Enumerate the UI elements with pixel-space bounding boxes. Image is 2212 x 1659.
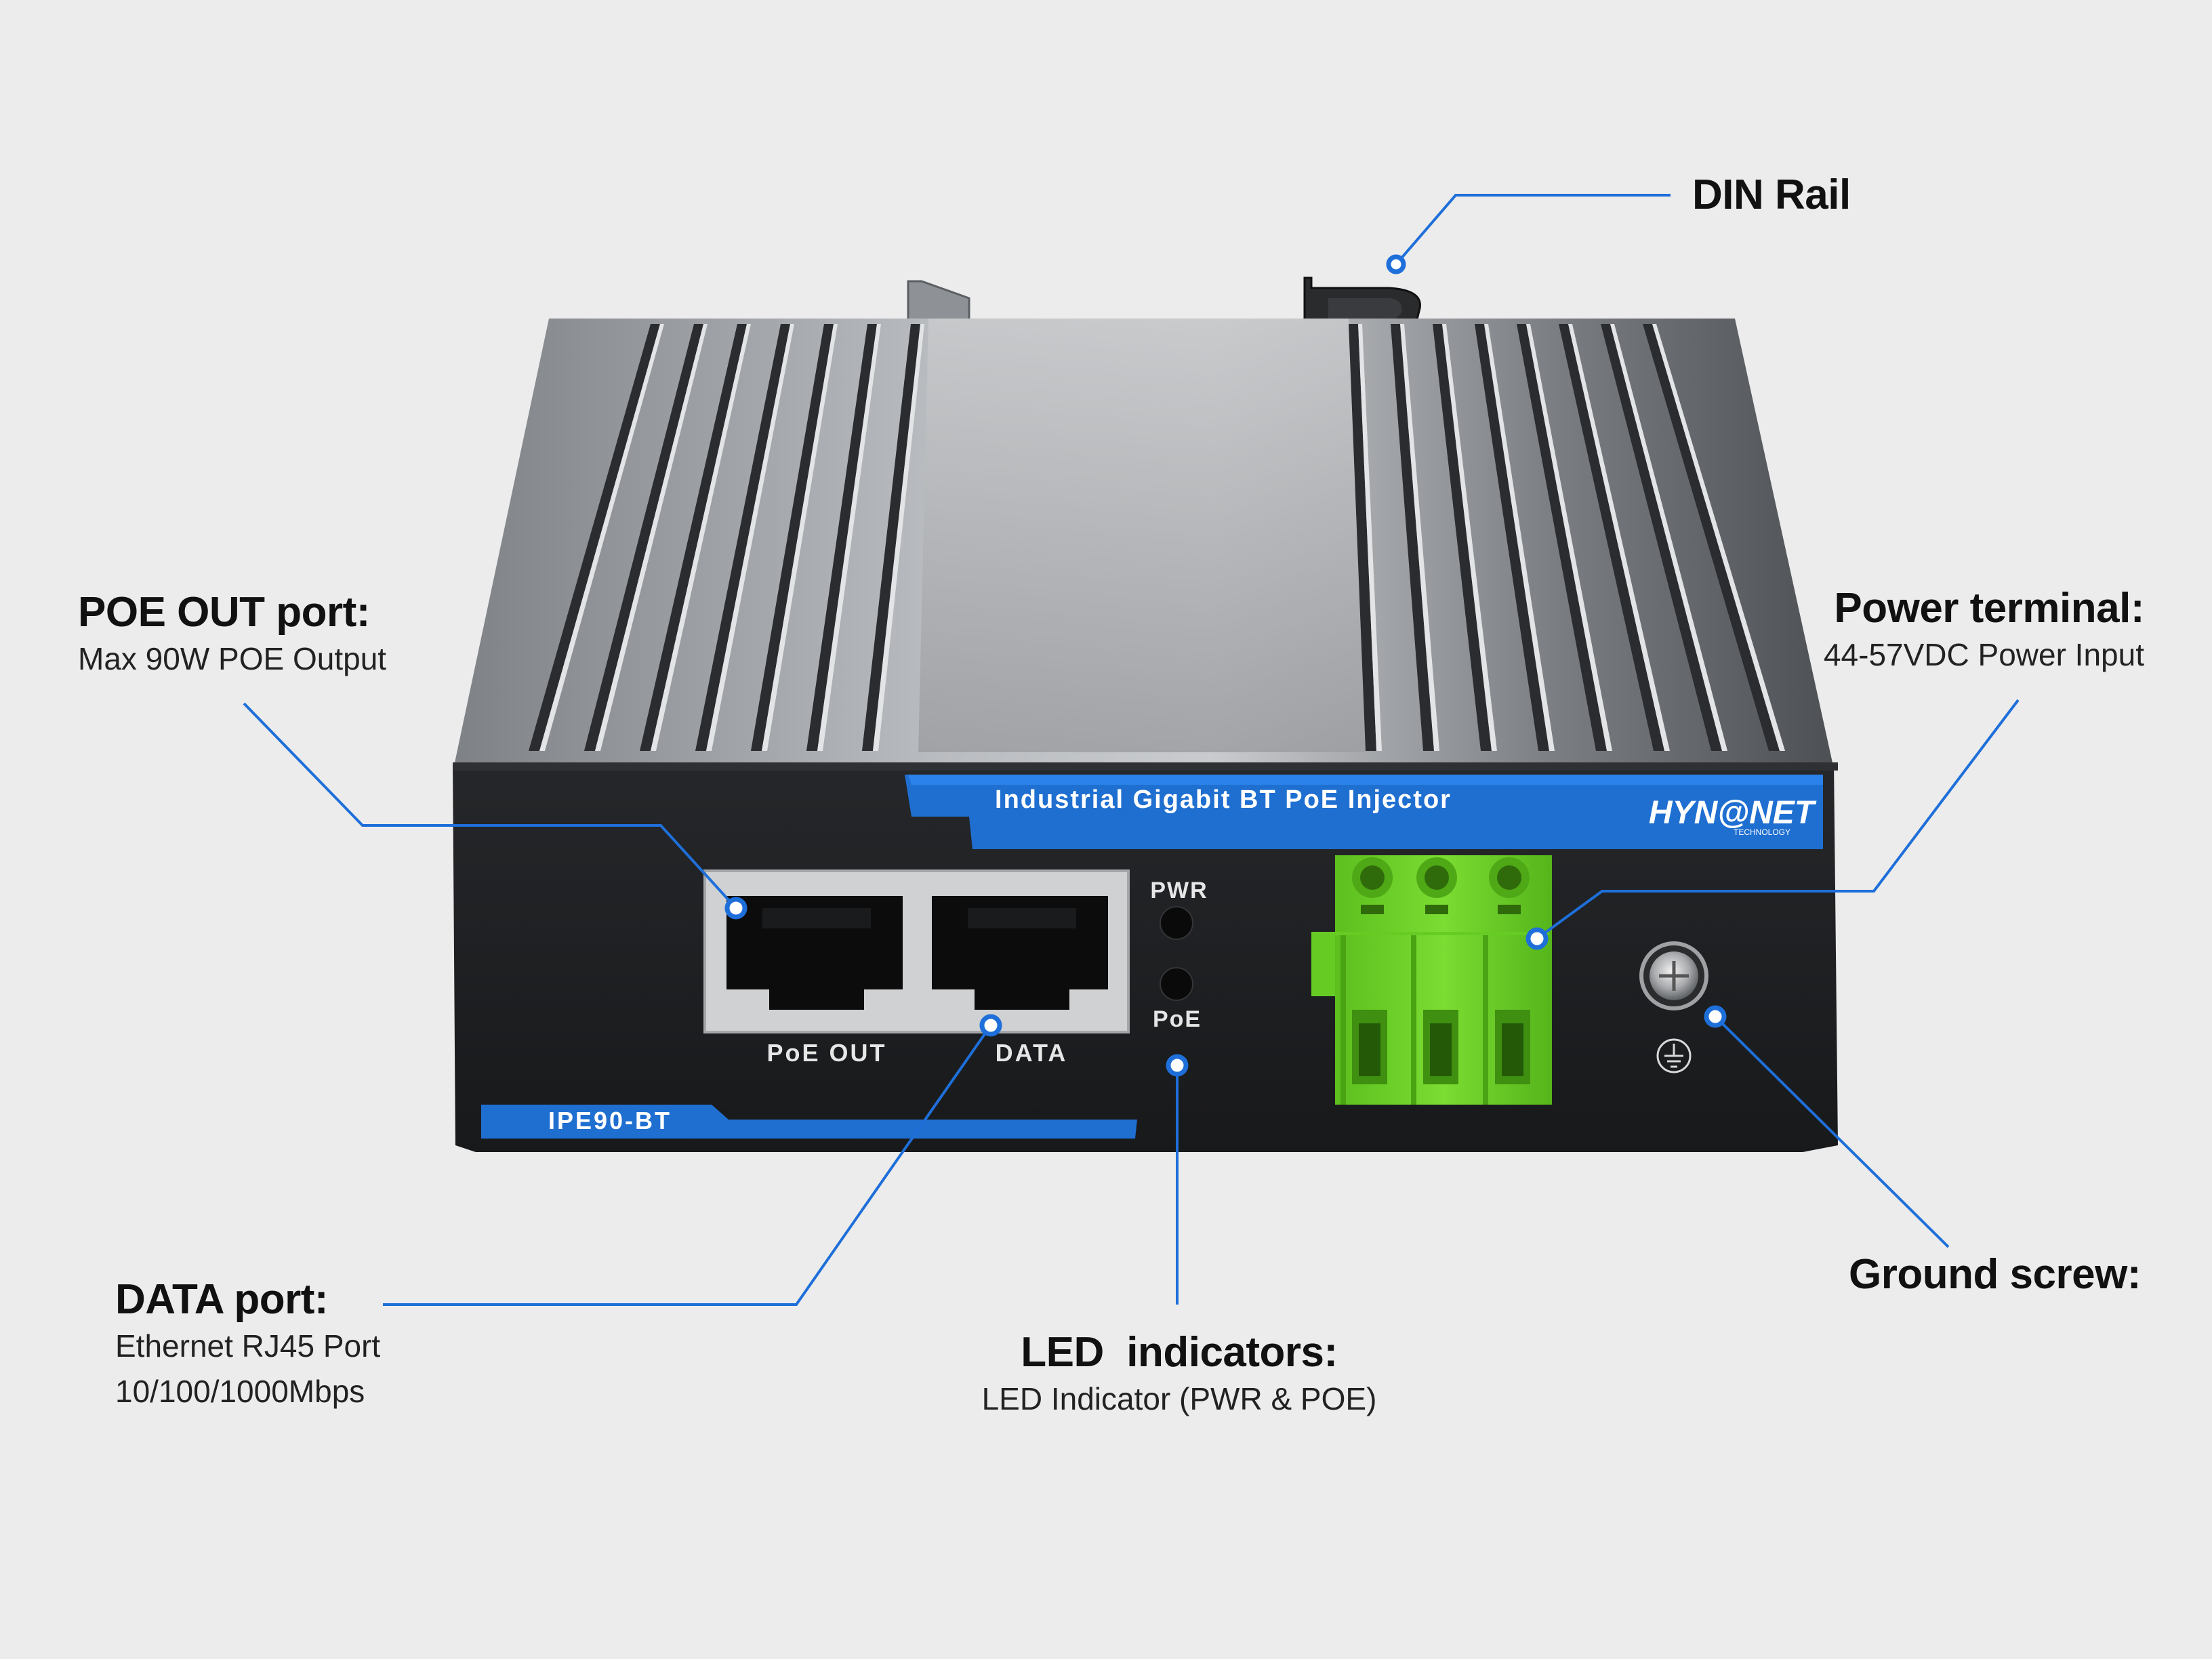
poe-out-port [726, 896, 903, 1010]
heatsink-fin-highlight [595, 324, 708, 751]
heatsink-fin-highlight [817, 324, 881, 751]
callout-power-terminal-title: Power terminal: [1834, 585, 2144, 632]
callout-led-title: LED indicators: [1021, 1329, 1338, 1376]
callout-power-terminal: Power terminal: 44-57VDC Power Input [1823, 584, 2145, 678]
ground-leader [1714, 1015, 1950, 1248]
heatsink-fin [584, 324, 703, 751]
heatsink-fin [1433, 324, 1492, 751]
data-port-dot [979, 1014, 1002, 1037]
heatsink-fin-highlight [1358, 324, 1382, 751]
ground-dot [1704, 1005, 1727, 1028]
data-port-label: DATA [996, 1039, 1068, 1067]
power-terminal-block [1311, 855, 1552, 1105]
callout-lines [243, 194, 2020, 1306]
housing-top [454, 319, 1833, 766]
poe-led-label: PoE [1153, 1006, 1202, 1032]
heatsink-fin [1349, 324, 1376, 751]
callout-poe-out-desc: Max 90W POE Output [78, 641, 387, 677]
heatsink-fin-highlight [651, 324, 751, 751]
callout-data-port: DATA port: Ethernet RJ45 Port 10/100/100… [115, 1275, 380, 1414]
model-label: IPE90-BT [548, 1107, 672, 1134]
led-indicators: PWR PoE [1150, 878, 1208, 1032]
heatsink-fin-highlight [1484, 324, 1555, 751]
heatsink-fin [529, 324, 660, 751]
product-title-text: Industrial Gigabit BT PoE Injector [995, 785, 1452, 814]
poe-led [1160, 967, 1193, 1001]
callout-power-terminal-desc: 44-57VDC Power Input [1823, 637, 2144, 673]
heatsink-fin-highlight [1442, 324, 1497, 751]
heatsink-fin-highlight [539, 324, 664, 751]
heatsink-fin-highlight [1400, 324, 1439, 751]
heatsink-fin [1601, 324, 1722, 751]
din-rail-dot [1386, 254, 1406, 274]
din-rail-leader [1395, 194, 1671, 266]
power-terminal-leader [1536, 699, 2020, 940]
data-port [932, 896, 1108, 1010]
heatsink-fin [1475, 324, 1549, 751]
heatsink-fin-highlight [1526, 324, 1612, 751]
ground-symbol-icon [1656, 1038, 1692, 1073]
din-rail-clip [907, 276, 1421, 323]
pwr-led-label: PWR [1150, 878, 1208, 903]
heatsink-fin [1559, 324, 1664, 751]
callout-dots [724, 254, 1727, 1077]
callout-data-port-desc2: 10/100/1000Mbps [115, 1373, 365, 1409]
callout-led: LED indicators: LED Indicator (PWR & POE… [908, 1328, 1450, 1422]
product-title-banner: Industrial Gigabit BT PoE Injector HYN@N… [905, 775, 1823, 849]
poe-out-leader [243, 702, 737, 909]
brand-logo: HYN@NET [1649, 795, 1817, 831]
ground-screw [1639, 941, 1708, 1010]
heatsink-fin-highlight [873, 324, 924, 751]
data-port-leader [383, 1024, 992, 1306]
heatsink-fin [1517, 324, 1607, 751]
callout-data-port-title: DATA port: [115, 1276, 329, 1323]
heatsink-fin-highlight [1568, 324, 1670, 751]
heatsink-fin-highlight [762, 324, 838, 751]
callout-din-rail-title: DIN Rail [1692, 171, 1851, 218]
heatsink-fin [1643, 324, 1780, 751]
callout-ground: Ground screw: [1848, 1250, 2142, 1298]
heatsink-fin-highlight [1610, 324, 1727, 751]
heatsink-fin [1391, 324, 1434, 751]
heatsink-fin-highlight [706, 324, 794, 751]
heatsink-fin [806, 324, 877, 751]
heatsink-fin [862, 324, 920, 751]
poe-out-port-label: PoE OUT [766, 1039, 886, 1067]
led-dot [1166, 1054, 1189, 1077]
heatsink-fins-right [1349, 324, 1785, 751]
heatsink-fin [640, 324, 747, 751]
pwr-led [1160, 906, 1193, 940]
power-terminal-dot [1525, 927, 1549, 950]
heatsink-fin [751, 324, 834, 751]
heatsink-fins-left [529, 324, 924, 751]
callout-data-port-desc: Ethernet RJ45 Port [115, 1328, 381, 1364]
callout-ground-title: Ground screw: [1848, 1251, 2142, 1298]
heatsink-fin-highlight [1652, 324, 1785, 751]
callout-poe-out-title: POE OUT port: [78, 589, 370, 636]
callout-led-desc: LED Indicator (PWR & POE) [981, 1381, 1377, 1417]
brand-subtext: TECHNOLOGY [1734, 827, 1790, 837]
callout-poe-out: POE OUT port: Max 90W POE Output [78, 588, 386, 682]
model-banner: IPE90-BT [481, 1105, 1137, 1139]
poe-out-dot [724, 897, 747, 920]
heatsink-fin [695, 324, 790, 751]
rj45-port-block: PoE OUT DATA [703, 869, 1130, 1067]
callout-din-rail: DIN Rail [1692, 171, 1851, 219]
